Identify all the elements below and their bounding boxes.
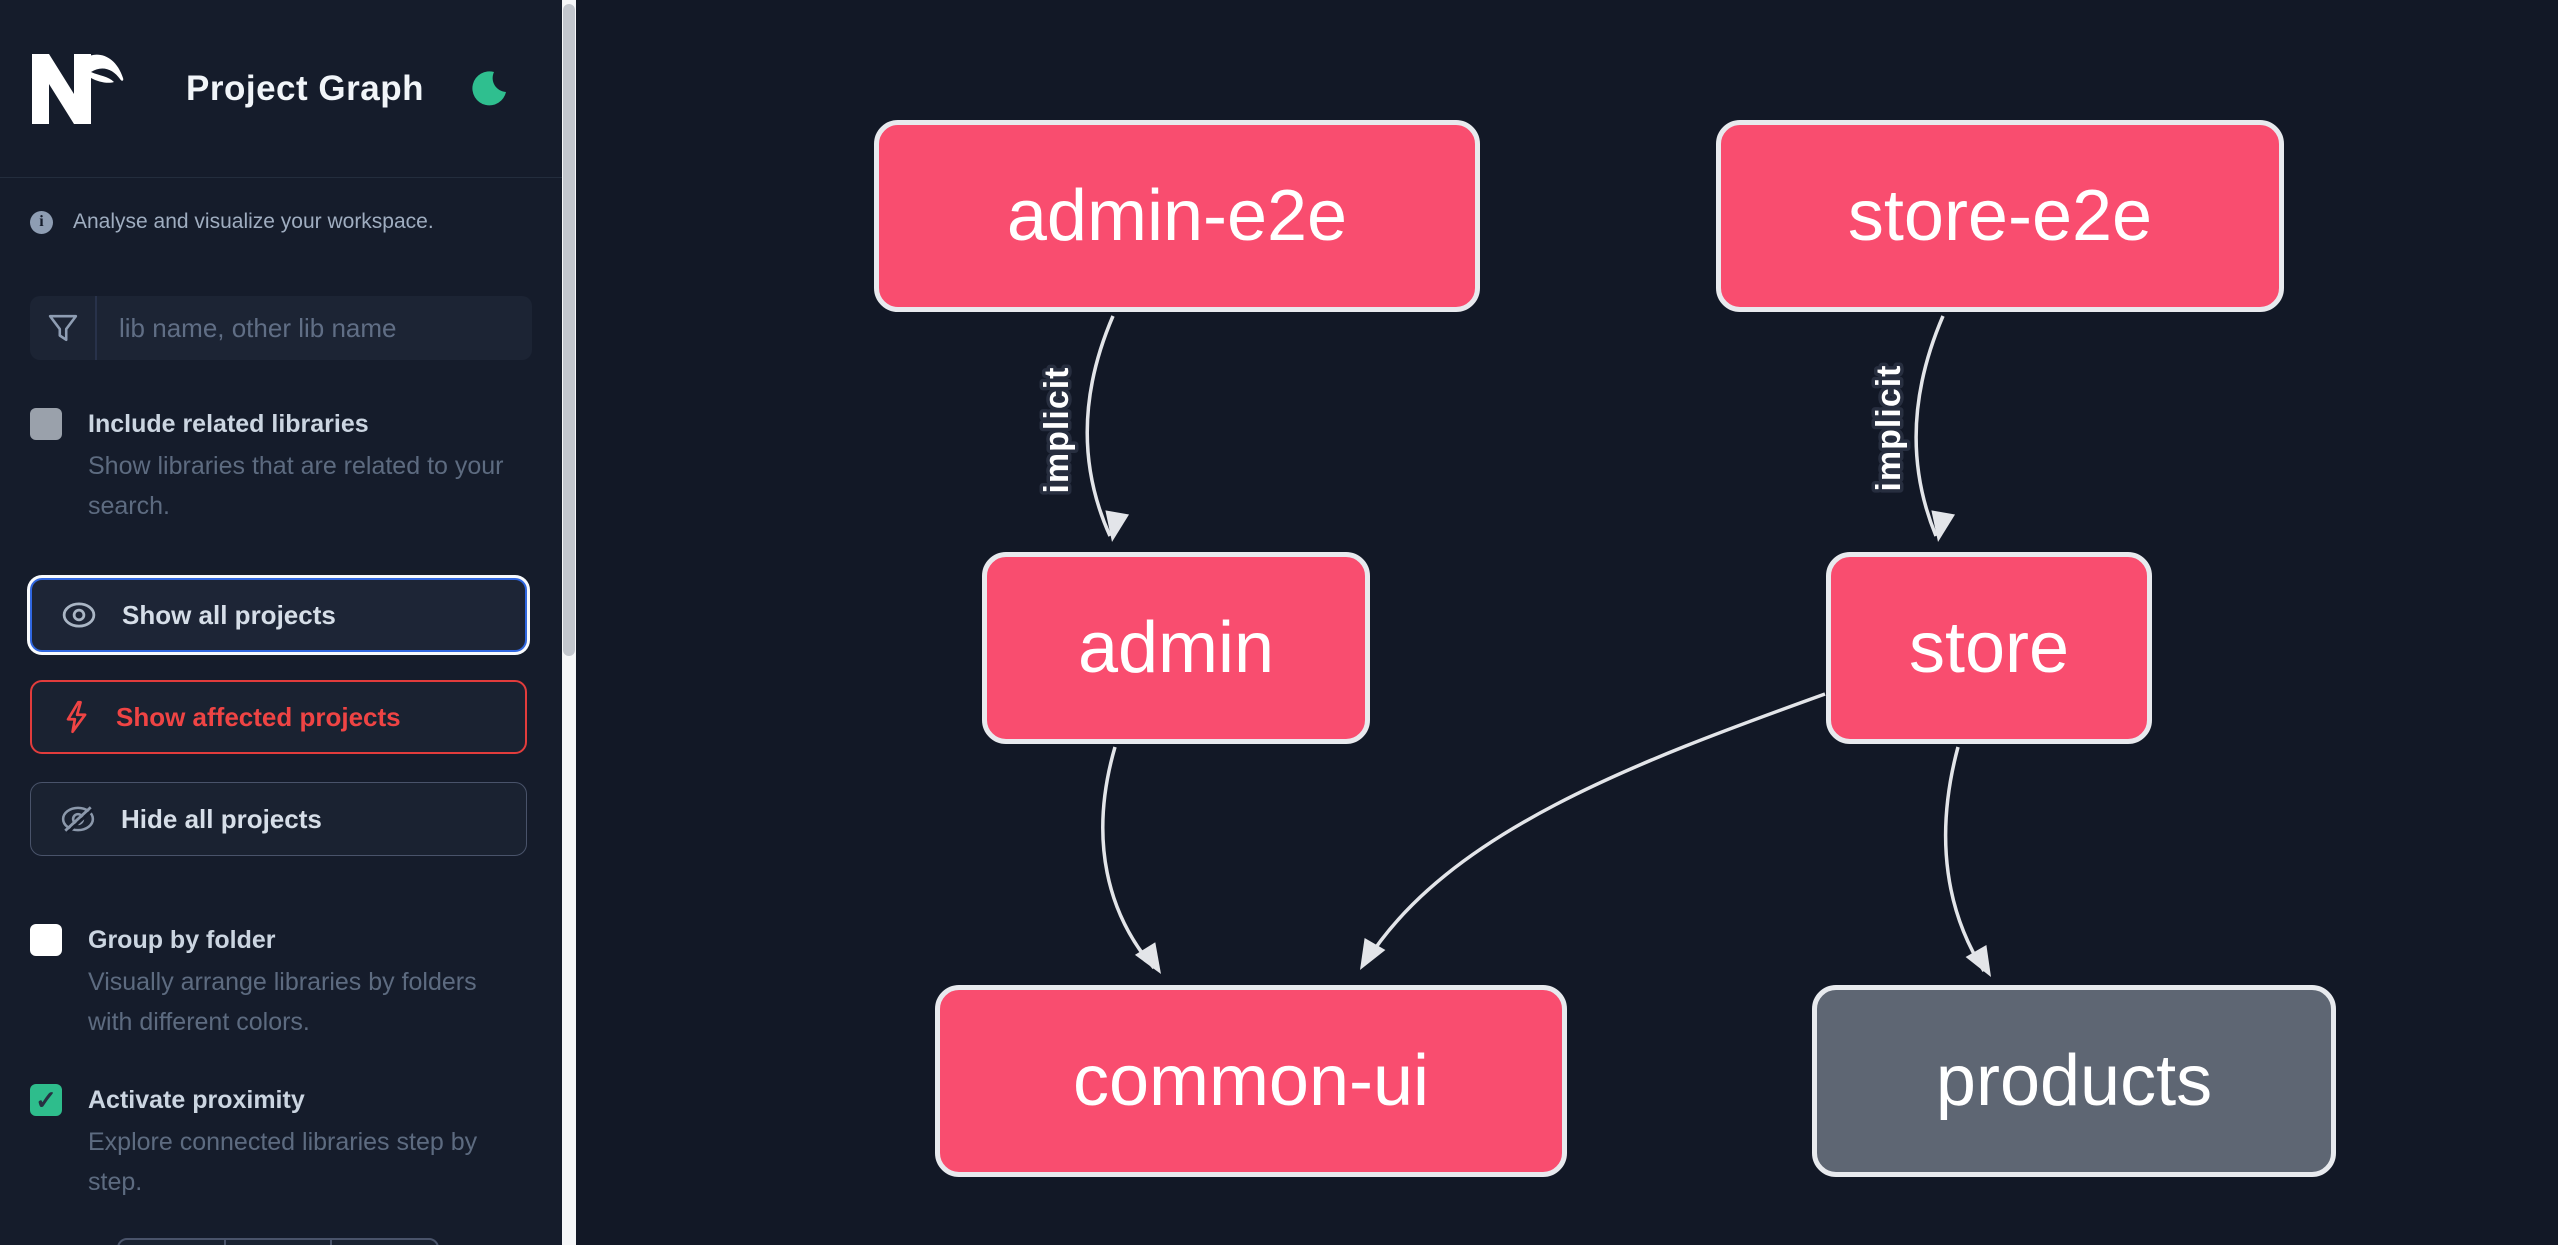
page-title: Project Graph (186, 68, 424, 108)
proximity-value (226, 1240, 333, 1245)
edge-arrowhead-icon (1134, 942, 1161, 974)
graph-edge-admin-common-ui[interactable] (1101, 746, 1171, 980)
option-group-by-folder[interactable]: Group by folder Visually arrange librari… (0, 922, 562, 1042)
info-text: Analyse and visualize your workspace. (73, 210, 434, 233)
checkmark-icon: ✓ (35, 1084, 57, 1115)
checkbox-activate-proximity[interactable]: ✓ (30, 1084, 62, 1116)
search-input[interactable] (97, 296, 532, 360)
hide-all-projects-button[interactable]: Hide all projects (30, 782, 527, 856)
sidebar-scrollbar-thumb[interactable] (563, 4, 575, 656)
workspace-info: i Analyse and visualize your workspace. (0, 210, 562, 234)
graph-edge-store-common-ui[interactable] (1350, 692, 1826, 976)
option-description: Visually arrange libraries by folders wi… (88, 968, 477, 1036)
moon-icon (472, 70, 506, 105)
graph-node-common-ui[interactable]: common-ui (935, 985, 1567, 1177)
show-all-projects-button[interactable]: Show all projects (30, 578, 527, 652)
graph-canvas[interactable]: implicit implicit admin-e2e store-e2e admin… (576, 0, 2558, 1245)
proximity-increment-button[interactable] (332, 1240, 437, 1245)
edge-label-implicit: implicit (1038, 366, 1076, 493)
lightning-bolt-icon (66, 700, 87, 734)
option-label: Activate proximity (88, 1086, 305, 1114)
option-label: Group by folder (88, 926, 276, 954)
proximity-depth-control (117, 1238, 439, 1245)
sidebar-header: Project Graph (0, 0, 562, 178)
info-icon: i (30, 210, 53, 234)
checkbox-group-by-folder[interactable] (30, 924, 62, 956)
edge-label-implicit: implicit (1870, 364, 1908, 491)
graph-node-store-e2e[interactable]: store-e2e (1716, 120, 2284, 312)
checkbox-include-related[interactable] (30, 408, 62, 440)
sidebar: Project Graph i Analyse and visualize yo… (0, 0, 562, 1245)
option-label: Include related libraries (88, 410, 369, 438)
show-affected-projects-button[interactable]: Show affected projects (30, 680, 527, 754)
option-include-related[interactable]: Include related libraries Show libraries… (0, 406, 562, 526)
edge-arrowhead-icon (1105, 510, 1130, 542)
sidebar-scrollbar[interactable] (562, 0, 576, 1245)
button-label: Hide all projects (121, 803, 322, 834)
graph-edge-admin-e2e-admin[interactable]: implicit (1035, 315, 1130, 544)
search-box (30, 296, 532, 360)
graph-edges: implicit implicit (1035, 315, 2002, 983)
option-activate-proximity[interactable]: ✓ Activate proximity Explore connected l… (0, 1082, 562, 1202)
graph-edge-store-products[interactable] (1943, 746, 2002, 983)
edge-arrowhead-icon (1931, 510, 1956, 542)
option-description: Show libraries that are related to your … (88, 452, 504, 520)
edge-arrowhead-icon (1965, 945, 1991, 977)
button-label: Show affected projects (116, 701, 401, 732)
filter-funnel-icon (30, 296, 97, 360)
nx-logo-icon (32, 53, 124, 124)
dark-mode-toggle[interactable] (472, 70, 508, 108)
edge-arrowhead-icon (1360, 938, 1386, 970)
option-description: Explore connected libraries step by step… (88, 1128, 478, 1196)
graph-node-products[interactable]: products (1812, 985, 2336, 1177)
graph-node-admin[interactable]: admin (982, 552, 1370, 744)
graph-node-store[interactable]: store (1826, 552, 2152, 744)
proximity-decrement-button[interactable] (119, 1240, 226, 1245)
graph-node-admin-e2e[interactable]: admin-e2e (874, 120, 1480, 312)
eye-icon (62, 602, 96, 628)
graph-edge-store-e2e-store[interactable]: implicit (1867, 315, 1956, 544)
button-label: Show all projects (122, 599, 336, 630)
eye-off-icon (61, 806, 95, 834)
